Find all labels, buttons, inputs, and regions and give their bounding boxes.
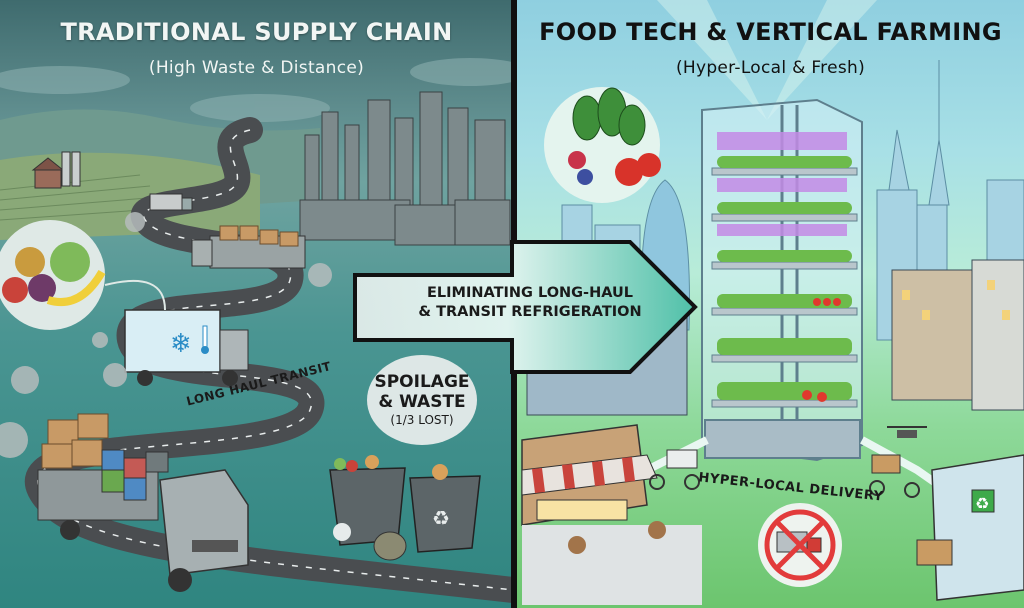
cargo-bike-right [869,454,920,498]
produce-crate [916,539,953,566]
cargo-truck [37,413,249,592]
arrow-label: ELIMINATING LONG-HAUL & TRANSIT REFRIGER… [395,284,665,322]
spoilage-label: SPOILAGE & WASTE (1/3 LOST) [372,372,472,428]
recycle-icon: ♻ [975,494,989,513]
delivery-drone [887,426,927,438]
cafe-patio [522,525,702,605]
thermometer-icon [201,346,209,354]
box-cargo-truck [191,225,306,269]
left-panel-title: TRADITIONAL SUPPLY CHAIN [60,18,453,46]
garbage-bag [373,531,407,561]
snowflake-icon: ❄ [170,329,192,359]
leafy-greens [717,156,852,400]
left-panel-subtitle: (High Waste & Distance) [148,58,365,78]
cargo-bike-left [649,449,700,490]
grocery-store: ♻ [916,454,1024,601]
spoilage-line2: & WASTE [378,392,466,412]
grow-lights [717,132,847,236]
recycle-icon: ♻ [432,506,450,530]
spoilage-line3: (1/3 LOST) [390,413,454,427]
bubble-tail [104,279,166,311]
crumpled-paper [333,523,351,541]
exhaust-smoke [0,212,332,458]
right-panel-title: FOOD TECH & VERTICAL FARMING [539,18,1002,46]
traditional-scene-illustration: ❄ ♻ [0,58,513,603]
trash-bins: ♻ [329,455,481,561]
arrow-label-line2: & TRANSIT REFRIGERATION [418,304,642,320]
distant-truck [149,193,193,211]
arrow-label-line1: ELIMINATING LONG-HAUL [427,285,633,301]
vertical-farm-tower [701,98,863,462]
spoilage-line1: SPOILAGE [374,372,470,392]
city-skyline [299,91,511,246]
clouds [0,58,513,122]
striped-awning [521,454,658,496]
wilting-produce-bubble [0,220,106,330]
no-truck-sign [758,503,842,587]
fresh-produce-bubble [544,87,661,203]
refrigerated-truck: ❄ [124,309,249,386]
barn-icon [31,151,81,189]
spoilage-bubble [367,355,477,445]
tower-base [704,419,861,459]
cafe-building [521,424,702,605]
right-panel-subtitle: (Hyper-Local & Fresh) [675,58,866,78]
light-rays [657,0,877,120]
